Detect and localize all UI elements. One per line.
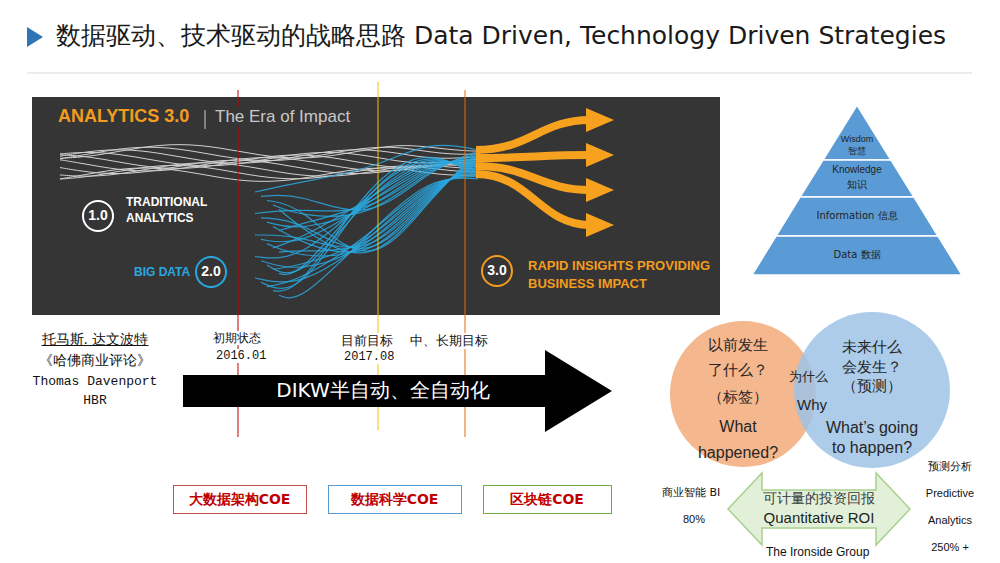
label: BIG DATA [134,265,190,279]
node-text: 未来什么 会发生？ [827,337,917,378]
label: 2016.01 [214,349,268,363]
big-data-flow [255,174,478,282]
label: TRADITIONAL ANALYTICS [126,195,218,226]
big-data-flow [267,152,478,251]
label: 预测分析 Predictive Analytics [918,453,982,534]
title-marker [27,27,43,47]
big-data-flow [255,162,478,247]
node-text: 可计量的投资回报 [744,490,894,506]
big-data-flow [261,162,478,242]
stage-circle: 3.0 [481,255,513,287]
label: 为什么 [789,369,828,385]
label: Thomas Davenport [28,374,162,390]
node-text: 1.0 [82,207,114,224]
analytics-panel-ground [32,97,720,315]
pyramid-level-shape [752,236,962,275]
node-text: The Era of Impact [213,107,352,127]
label: Why [797,396,827,414]
venn-circle: 未来什么 会发生？（预测） What’s going to happen? [794,312,950,468]
pyramid-level: Data 数据 [752,236,962,275]
node-text: （标签） [688,388,788,406]
big-data-flow [267,164,478,256]
node-text: 区块链COE [484,491,610,508]
node-text: 数据科学COE [329,491,460,508]
node-text: 2.0 [195,263,227,280]
big-data-flow [273,172,478,270]
label: 《哈佛商业评论》 [30,352,160,369]
label: RAPID INSIGHTS PROVIDING BUSINESS IMPACT [528,257,714,292]
node-text: What happened? [688,414,788,465]
node-text: Data 数据 [752,249,962,261]
big-data-flow [273,157,478,291]
pyramid-level: Knowledge 知识 [800,160,914,197]
node-text: What’s going to happen? [822,418,922,458]
stage-circle: 1.0 [82,200,114,232]
coe-box: 数据科学COE [328,485,462,514]
venn-circle: 以前发生 了什么？ （标签） What happened? [670,321,816,467]
big-data-flow [255,162,478,258]
venn-circle-shape [794,312,950,468]
big-data-flow [267,176,478,286]
node-text: DIKW半自动、全自动化 [233,378,533,402]
venn-circle-shape [670,321,816,467]
label: 中、长期目标 [408,333,490,349]
stage-circle-shape [482,256,512,286]
roi-double-arrow: 可计量的投资回报 Quantitative ROI [728,473,910,545]
node-text: 以前发生 了什么？ [688,333,788,383]
impact-arrowheads [586,108,614,237]
timeline-arrow-shape [183,350,612,432]
big-data-flow [267,161,478,273]
big-data-flow [261,159,478,289]
pyramid-level-shape [800,160,914,197]
label: 80% [683,513,705,526]
title: 数据驱动、技术驱动的战略思路 Data Driven, Technology D… [56,21,946,51]
node-text: 大数据架构COE [174,491,305,508]
pyramid-level-shape [776,197,938,236]
stage-circle: 2.0 [195,256,227,288]
label: The Ironside Group [766,545,869,559]
node-text: （预测） [822,377,922,395]
label: 2017.08 [342,350,396,364]
coe-box: 大数据架构COE [173,485,307,514]
node-text: Information 信息 [776,210,938,222]
label: 商业智能 BI [662,486,720,499]
title-rule [27,73,972,74]
node-text: 知识 [800,179,914,191]
pyramid-level: Information 信息 [776,197,938,236]
node-text: Quantitative ROI [744,509,894,526]
node-text: 3.0 [481,262,513,279]
data-flows [60,145,480,298]
label: 250% + [924,541,976,554]
pyramid-level-shape [823,105,891,160]
roi-double-arrow-shape [728,473,910,545]
stage-circle-shape [83,201,113,231]
label: HBR [28,393,162,409]
node-text: 智慧 [823,146,891,157]
big-data-flow [273,162,478,248]
node-text: Knowledge [800,164,914,176]
pyramid-level: Wisdom智慧 [823,105,891,160]
big-data-flow [261,157,478,248]
title-separator [204,110,206,129]
big-data-flow [261,169,478,267]
label: 托马斯. 达文波特 [30,331,160,348]
label: 初期状态 [211,331,263,345]
stage-circle-shape [196,257,226,287]
coe-box: 区块链COE [483,485,612,514]
node-text: ANALYTICS 3.0 [56,106,191,128]
node-text: Wisdom [823,134,891,145]
label: 目前目标 [339,333,395,349]
impact-arrows [476,120,590,225]
